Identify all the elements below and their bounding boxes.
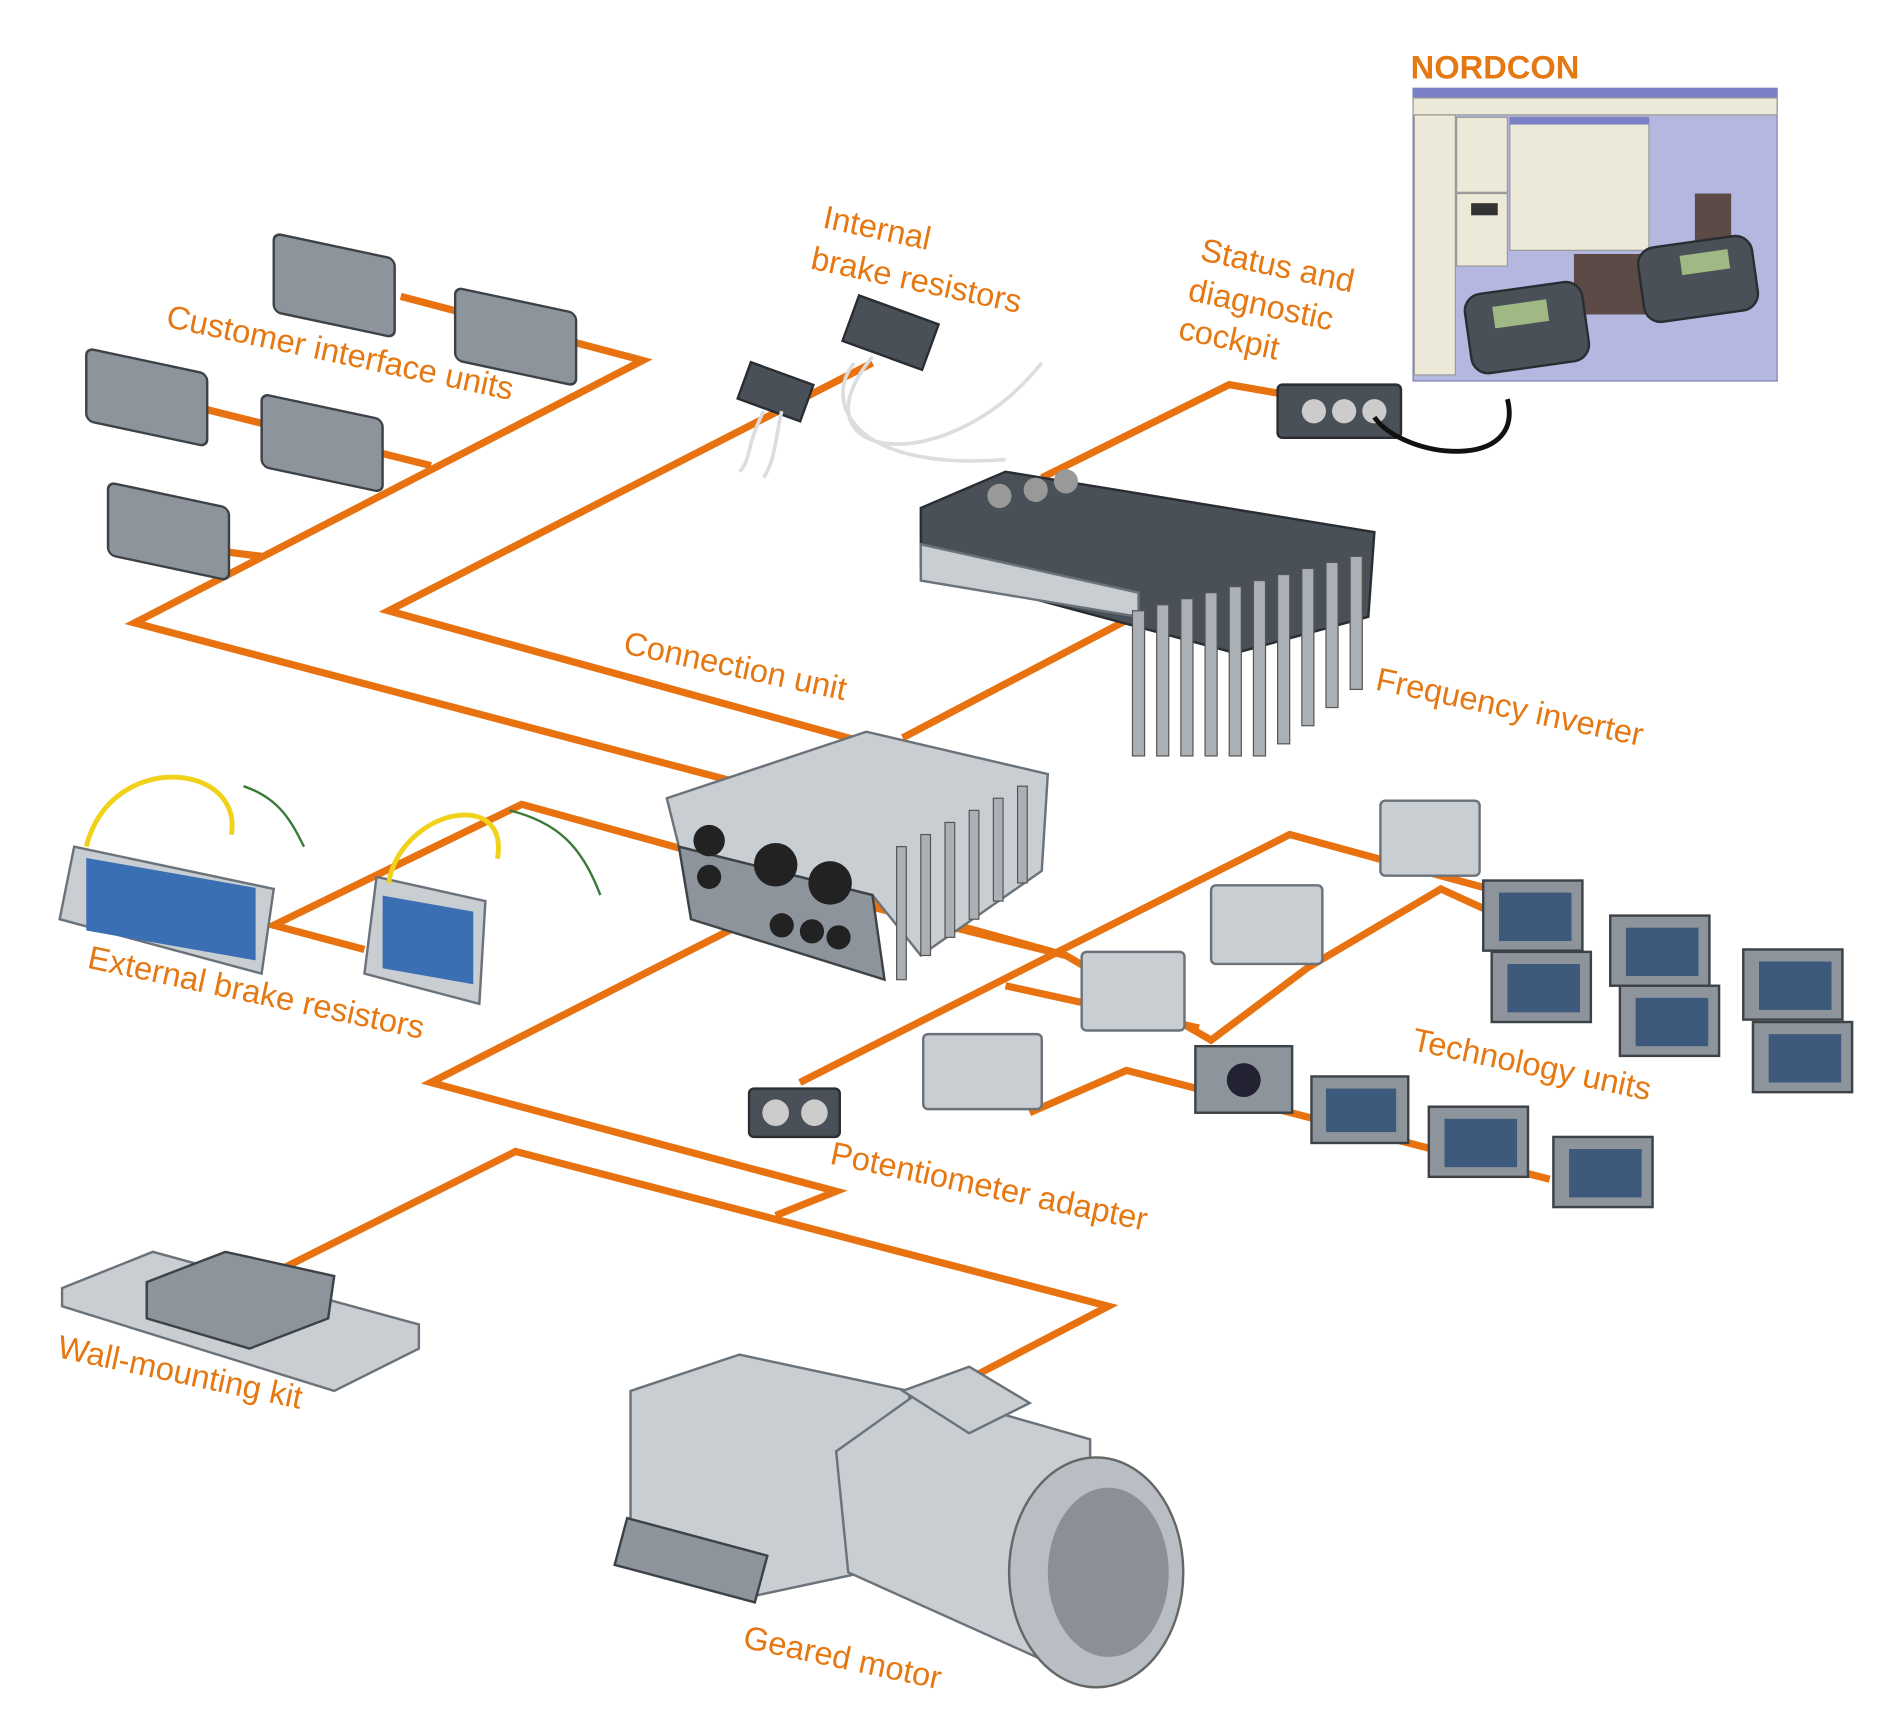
wire-geared-motor: [420, 922, 848, 1219]
nordcon-title: NORDCON: [1411, 49, 1580, 86]
nordcon-software: NORDCON: [1411, 49, 1778, 382]
label-potentiometer-adapter: Potentiometer adapter: [827, 1134, 1151, 1237]
label-geared-motor: Geared motor: [740, 1618, 945, 1696]
external-brake-resistors: [58, 774, 602, 1006]
geared-motor-device: [613, 1353, 1185, 1689]
wire-wall-mount: [241, 1147, 1119, 1383]
wire-frequency-inverter: [900, 607, 1147, 742]
wall-mounting-kit: [60, 1250, 421, 1393]
connection-unit-device: [665, 730, 1050, 982]
wire-technology-2: [847, 884, 1588, 1045]
technology-units: [747, 799, 1854, 1209]
connection-lines: [124, 292, 1588, 1383]
label-frequency-inverter: Frequency inverter: [1373, 660, 1647, 753]
label-technology-units: Technology units: [1409, 1020, 1655, 1107]
status-cockpit-device: [1276, 383, 1512, 454]
internal-brake-resistors: [736, 293, 1044, 479]
label-connection-unit: Connection unit: [621, 624, 851, 707]
frequency-inverter-device: [919, 469, 1376, 757]
wire-status-cockpit: [1040, 380, 1279, 482]
customer-interface-units: [85, 233, 578, 581]
control-boxes: [1463, 234, 1760, 375]
